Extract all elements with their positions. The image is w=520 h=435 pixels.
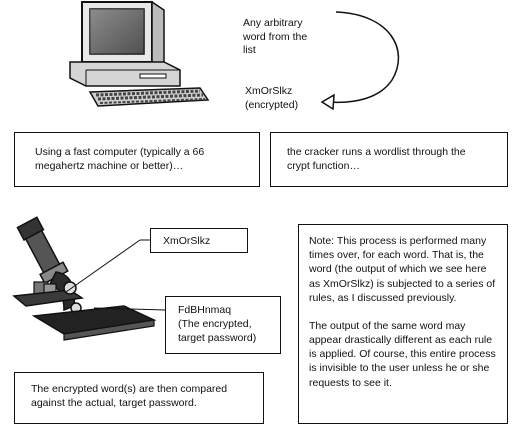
target-password-box: FdBHnmaq (The encrypted, target password… xyxy=(165,296,281,354)
note-paragraph-2: The output of the same word may appear d… xyxy=(309,319,496,389)
note-paragraph-1: Note: This process is performed many tim… xyxy=(309,235,496,304)
note-box: Note: This process is performed many tim… xyxy=(298,224,508,424)
encrypted-word-label: XmOrSlkz (encrypted) xyxy=(245,85,299,111)
arbitrary-word-label: Any arbitrary word from the list xyxy=(243,17,308,57)
curved-arrow-icon xyxy=(320,11,400,111)
fast-computer-box: Using a fast computer (typically a 66 me… xyxy=(14,132,260,187)
wordlist-box: the cracker runs a wordlist through the … xyxy=(270,132,508,187)
microscope-icon xyxy=(12,216,157,341)
computer-icon xyxy=(69,0,210,107)
compared-box: The encrypted word(s) are then compared … xyxy=(14,372,264,424)
xmorslkz-box: XmOrSlkz xyxy=(150,228,248,253)
